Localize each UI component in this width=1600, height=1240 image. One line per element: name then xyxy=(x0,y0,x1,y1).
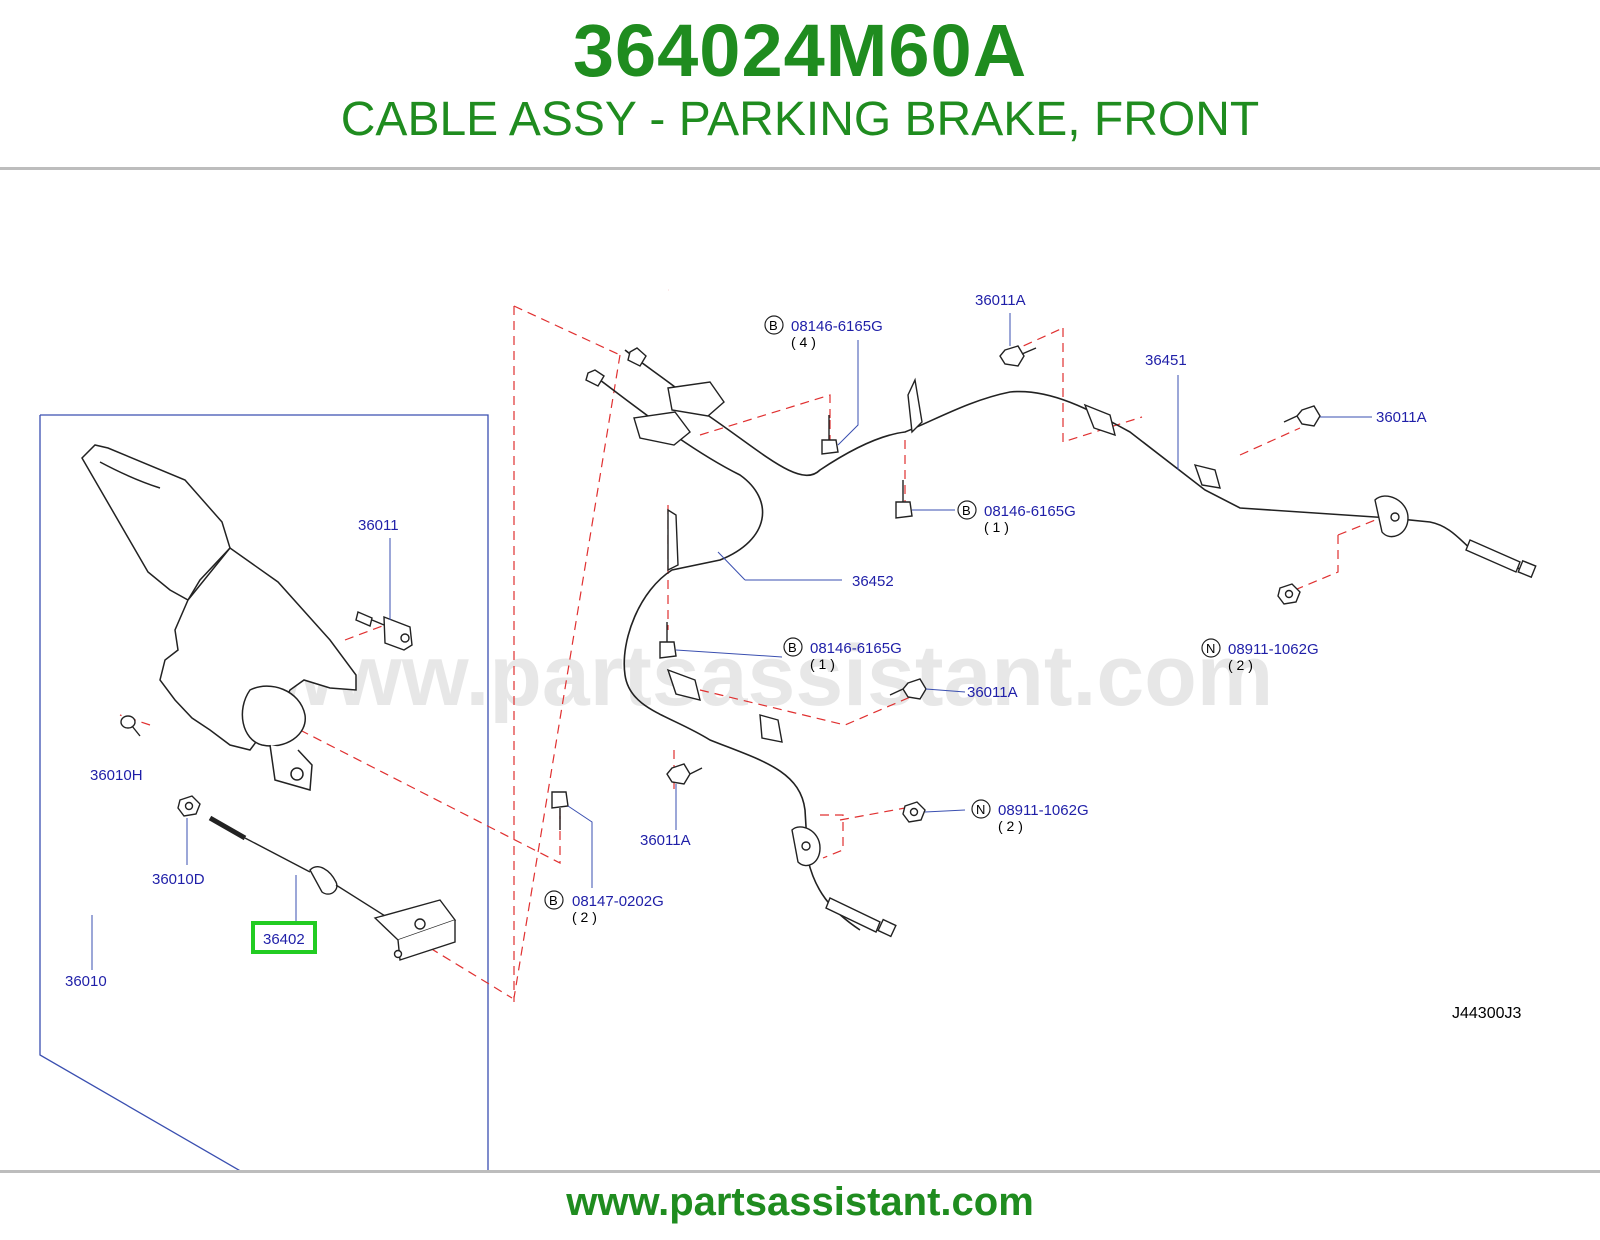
bracket-36011 xyxy=(355,611,413,651)
watermark-text: www.partsassistant.com xyxy=(267,628,1273,724)
qty-08911-1062G-a: ( 2 ) xyxy=(1228,657,1253,673)
page-header: 364024M60A CABLE ASSY - PARKING BRAKE, F… xyxy=(0,0,1600,168)
label-36010: 36010 xyxy=(65,973,107,990)
label-36011A-low: 36011A xyxy=(640,832,691,849)
bolt-08146-4 xyxy=(821,439,839,455)
qty-08146-6165G-1b: ( 1 ) xyxy=(810,656,835,672)
label-08146-6165G-1a: 08146-6165G xyxy=(984,503,1076,520)
bolt-08147 xyxy=(551,791,569,809)
label-08147-0202G: 08147-0202G xyxy=(572,893,664,910)
cable-36452 xyxy=(599,379,861,931)
qty-08911-1062G-b: ( 2 ) xyxy=(998,818,1023,834)
badges xyxy=(544,315,1221,910)
badge-n-1 xyxy=(1201,638,1221,658)
badge-letter: N xyxy=(976,802,985,817)
cable-end-36452 xyxy=(585,369,897,938)
badge-b-2 xyxy=(957,500,977,520)
label-36010H: 36010H xyxy=(90,767,143,784)
badge-b-1 xyxy=(764,315,784,335)
label-36010D: 36010D xyxy=(152,871,205,888)
header-divider xyxy=(0,167,1600,170)
label-08146-6165G-1b: 08146-6165G xyxy=(810,640,902,657)
label-36452: 36452 xyxy=(852,573,894,590)
leader-36452 xyxy=(717,551,746,581)
badge-letter: B xyxy=(549,893,558,908)
bolt-36011A-top xyxy=(999,345,1025,367)
part-description: CABLE ASSY - PARKING BRAKE, FRONT xyxy=(340,93,1260,146)
badge-letter: B xyxy=(788,640,797,655)
part-labels: 36011A 08146-6165G ( 4 ) 36451 36011A 08… xyxy=(65,292,1521,1022)
badge-b-3 xyxy=(783,637,803,657)
badge-letter: B xyxy=(962,503,971,518)
label-36011A-mid: 36011A xyxy=(967,684,1018,701)
label-08911-1062G-b: 08911-1062G xyxy=(998,802,1089,819)
fasteners xyxy=(551,345,1321,830)
part-number-title: 364024M60A xyxy=(572,9,1028,92)
footer-divider xyxy=(0,1170,1600,1173)
badge-letters: B B B N N B xyxy=(549,318,1215,908)
bolt-36011A-low xyxy=(666,763,691,785)
label-08911-1062G-a: 08911-1062G xyxy=(1228,641,1319,658)
parts-diagram: www.partsassistant.com xyxy=(39,292,1537,1170)
label-08146-6165G-4: 08146-6165G xyxy=(791,318,883,335)
cable-end-36451 xyxy=(627,347,1537,579)
bolt-08146-1a xyxy=(895,501,913,519)
bolt-36011A-right xyxy=(1296,405,1321,427)
label-36451: 36451 xyxy=(1145,352,1187,369)
badge-n-2 xyxy=(971,799,991,819)
badge-b-4 xyxy=(544,890,564,910)
reference-code: J44300J3 xyxy=(1452,1005,1521,1022)
nut-36010D xyxy=(177,795,201,817)
badge-letter: N xyxy=(1206,641,1215,656)
qty-08147-0202G: ( 2 ) xyxy=(572,909,597,925)
qty-08146-6165G-1a: ( 1 ) xyxy=(984,519,1009,535)
fastener-leaders xyxy=(567,313,1372,888)
label-36011: 36011 xyxy=(358,517,399,534)
cable-36451 xyxy=(624,349,1531,574)
label-36011A-top: 36011A xyxy=(975,292,1026,309)
bolt-08146-1b xyxy=(659,641,677,659)
footer-website-link[interactable]: www.partsassistant.com xyxy=(566,1180,1034,1224)
qty-08146-6165G-4: ( 4 ) xyxy=(791,334,816,350)
badge-letter: B xyxy=(769,318,778,333)
screw-36010H xyxy=(120,715,141,737)
highlight-36402 xyxy=(251,921,317,954)
label-36402: 36402 xyxy=(263,931,305,948)
label-36011A-right: 36011A xyxy=(1376,409,1427,426)
parking-brake-lever xyxy=(81,444,357,791)
cable-36402 xyxy=(208,815,457,961)
assembly-box-36010 xyxy=(39,414,489,1170)
